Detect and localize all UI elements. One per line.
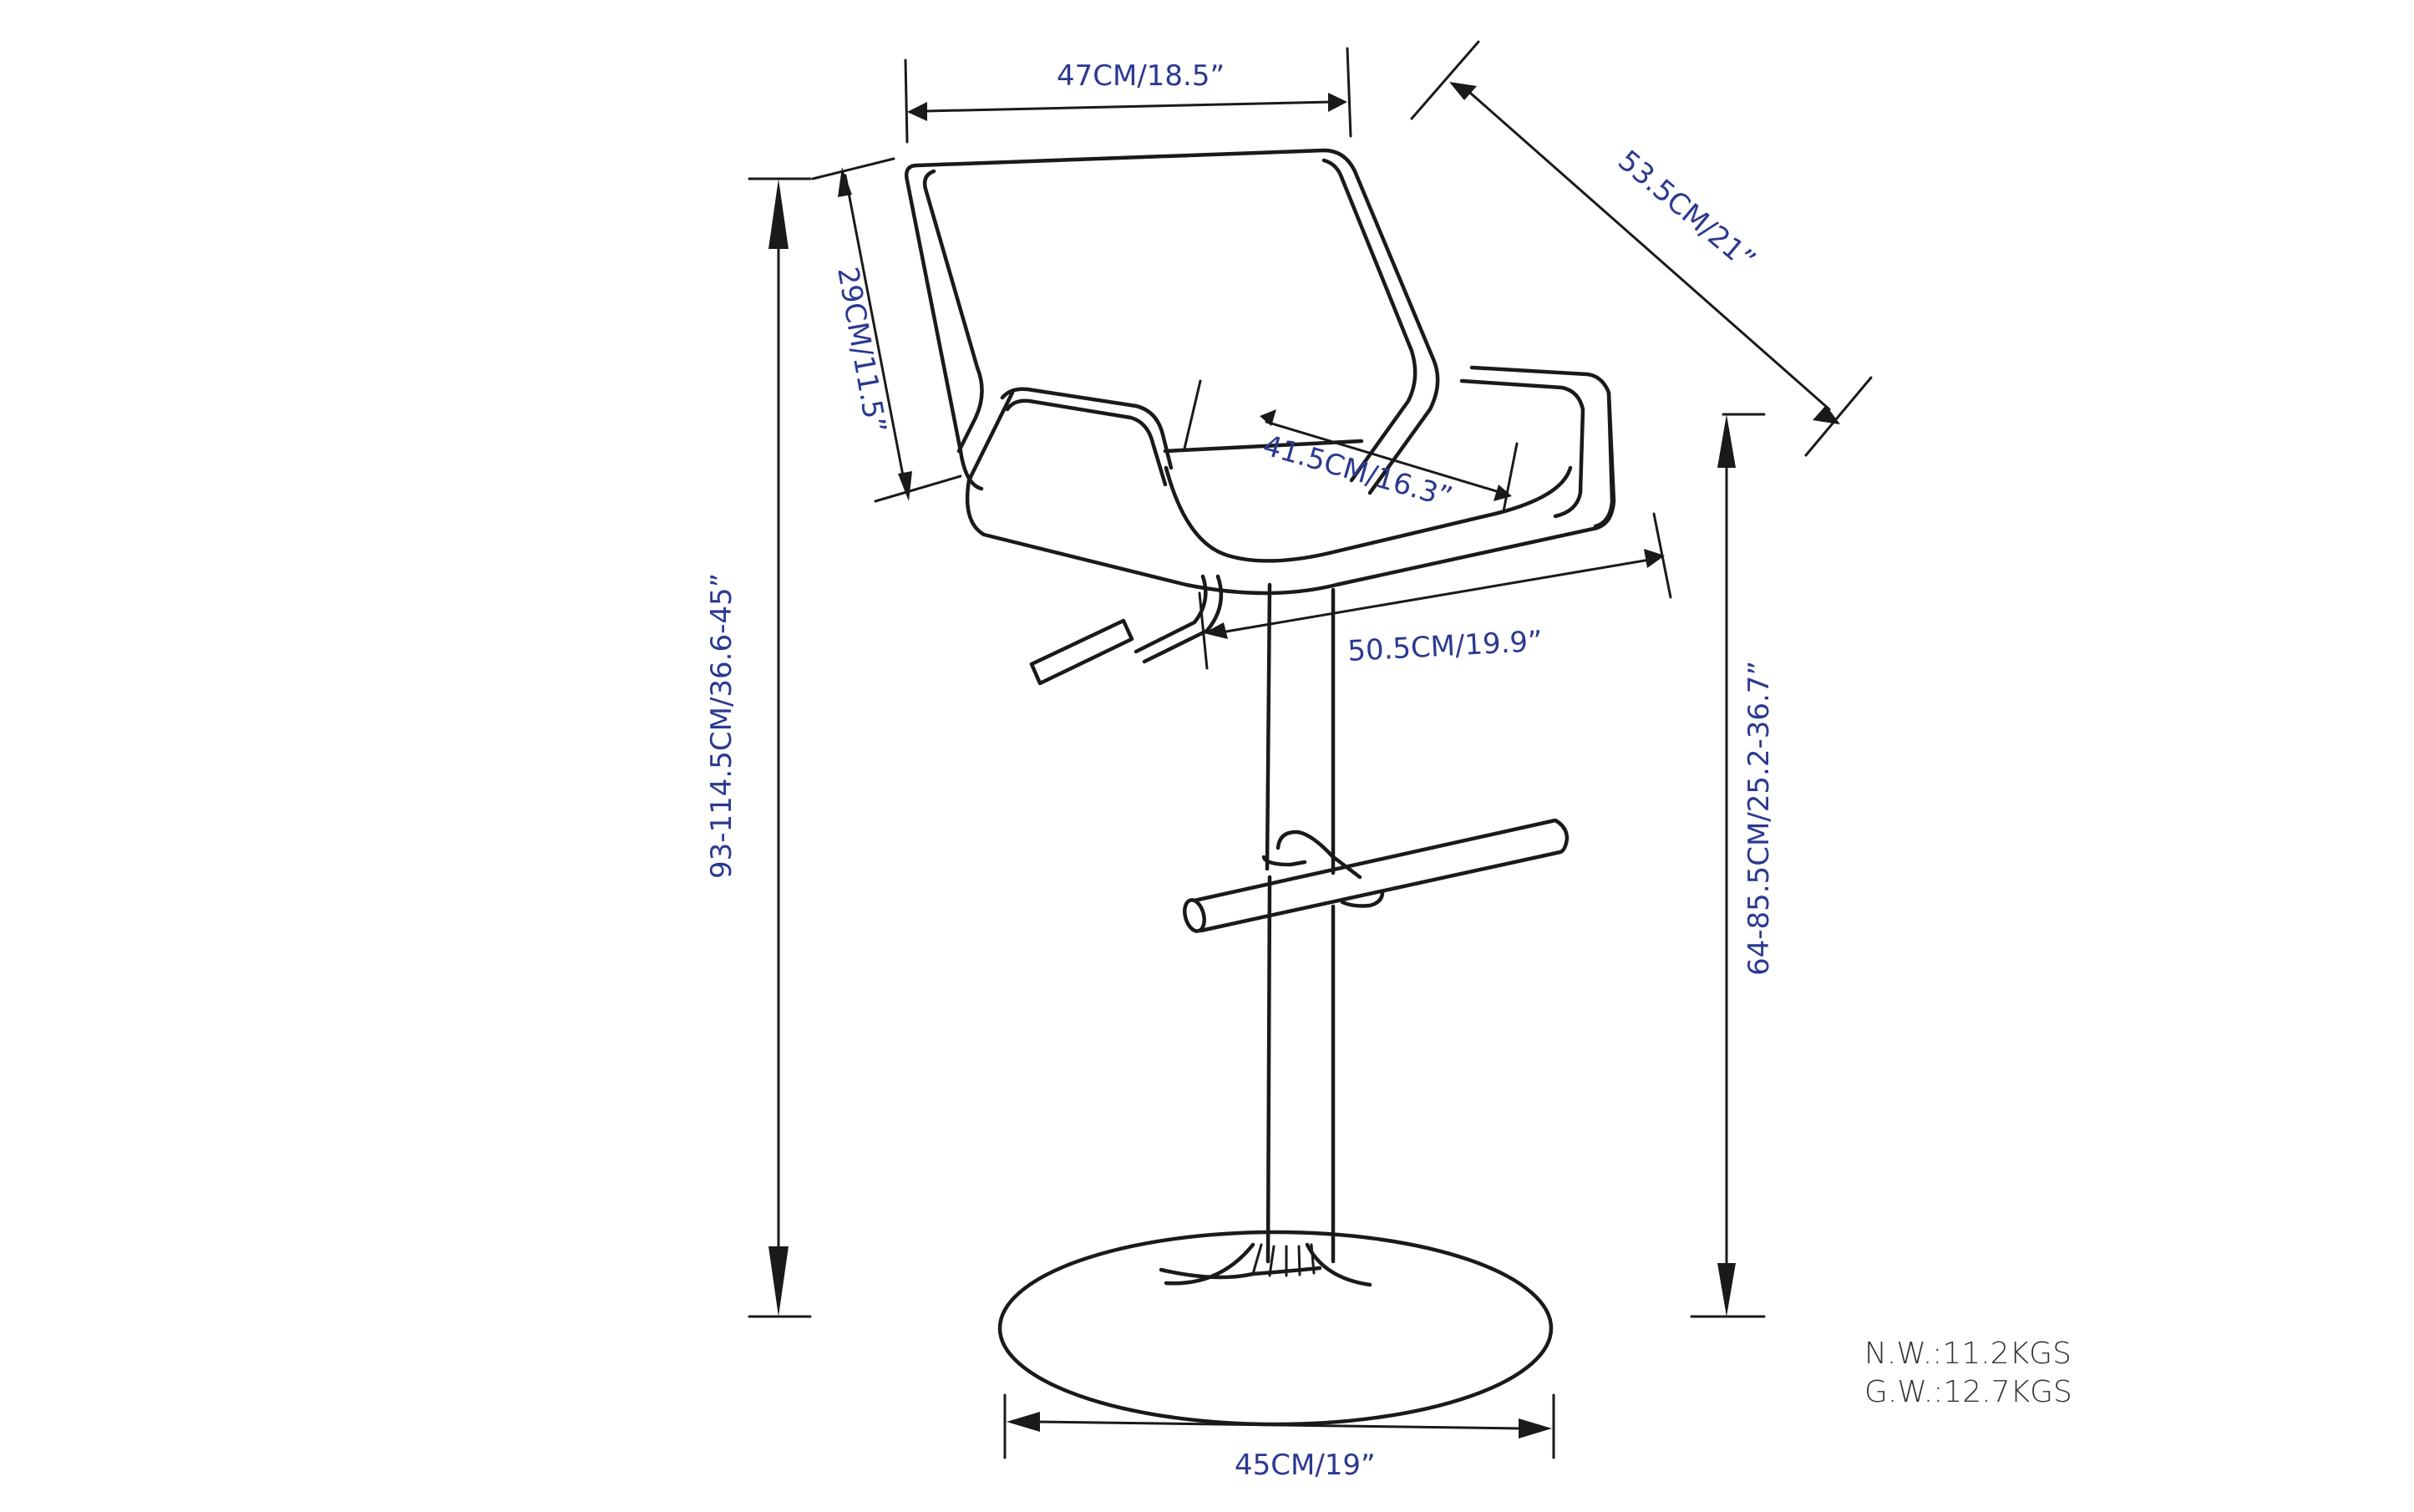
weight-info: N.W.:11.2KGS G.W.:12.7KGS [1864, 1337, 2072, 1409]
gross-weight: G.W.:12.7KGS [1864, 1375, 2072, 1409]
right-armrest [1459, 365, 1615, 529]
footrest-bar [1192, 818, 1570, 933]
column-skirt [1159, 1242, 1372, 1287]
label-back-height: 29CM/11.5” [830, 265, 892, 436]
dimension-labels: 47CM/18.5” 53.5CM/21” 29CM/11.5” 41.5CM/… [705, 59, 1776, 1482]
backrest-outer [905, 148, 1440, 495]
column-collar-ribs [1251, 1243, 1316, 1277]
net-weight: N.W.:11.2KGS [1864, 1337, 2072, 1371]
backrest-inner [922, 158, 1417, 483]
label-seat-width: 50.5CM/19.9” [1346, 625, 1543, 668]
label-overall-depth: 53.5CM/21” [1611, 144, 1762, 277]
label-overall-height: 93-114.5CM/36.6-45” [705, 573, 738, 879]
dimension-lines [748, 40, 1873, 1459]
disc-base [997, 1230, 1554, 1427]
footrest-clamp-bottom [1340, 890, 1385, 908]
seat-cushion [1164, 465, 1573, 563]
left-armrest [1000, 387, 1174, 487]
footrest-bar-end [1183, 898, 1206, 933]
lever-handle [1029, 618, 1134, 686]
label-back-width: 47CM/18.5” [1057, 59, 1225, 93]
gas-column [1265, 582, 1336, 1264]
stool-drawing [905, 148, 1616, 1427]
footrest-bracket [1261, 830, 1362, 880]
height-lever [1133, 574, 1224, 664]
label-base-diameter: 45CM/19” [1235, 1449, 1376, 1482]
label-seat-height: 64-85.5CM/25.2-36.7” [1742, 661, 1776, 976]
seat-back-edge [1163, 439, 1364, 454]
seat-shell [965, 390, 1616, 596]
